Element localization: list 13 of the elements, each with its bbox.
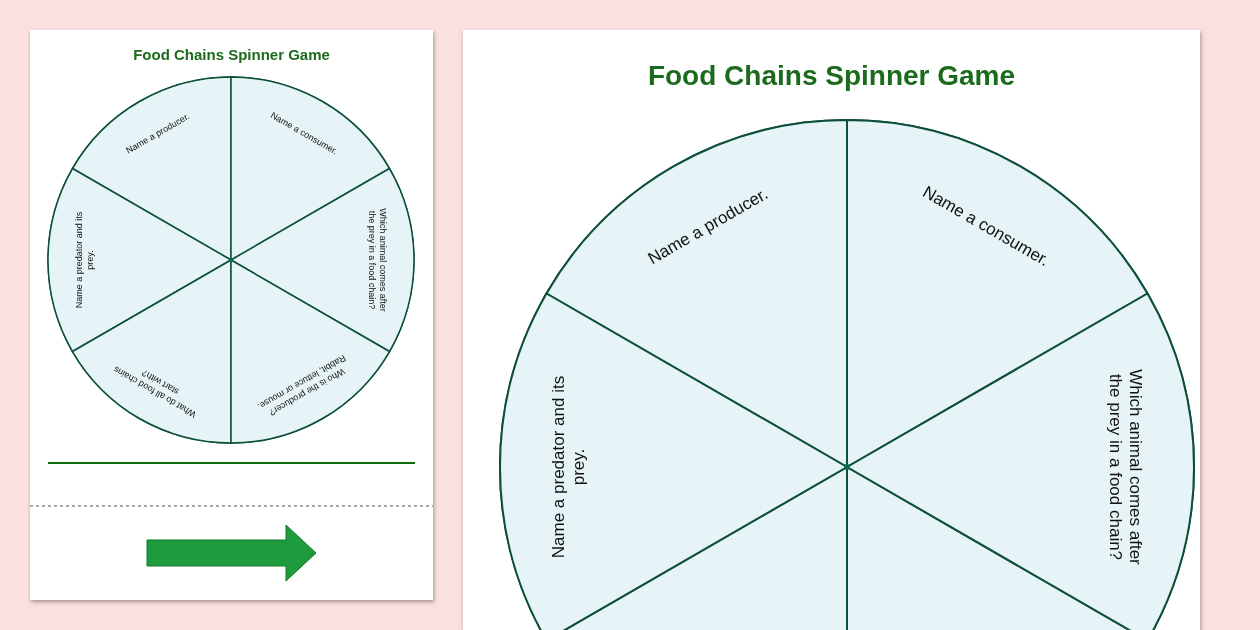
spinner-segment — [499, 292, 848, 630]
worksheet-title: Food Chains Spinner Game — [647, 60, 1016, 92]
worksheet-page — [463, 30, 1200, 630]
worksheet-title: Food Chains Spinner Game — [133, 46, 330, 63]
question-text: Which animal comes after the prey in a food chain? — [1104, 368, 1145, 567]
worksheet-page — [30, 30, 433, 600]
question-text: Which animal comes after the prey in a food chain? — [366, 207, 389, 314]
spinner-segment — [230, 167, 415, 353]
question-text: Name a predator and its prey. — [73, 210, 96, 311]
question-text: Name a predator and its prey. — [549, 374, 590, 561]
spinner-segment — [230, 76, 391, 261]
spinner-segment — [846, 292, 1195, 630]
spinner-segment — [47, 167, 232, 353]
